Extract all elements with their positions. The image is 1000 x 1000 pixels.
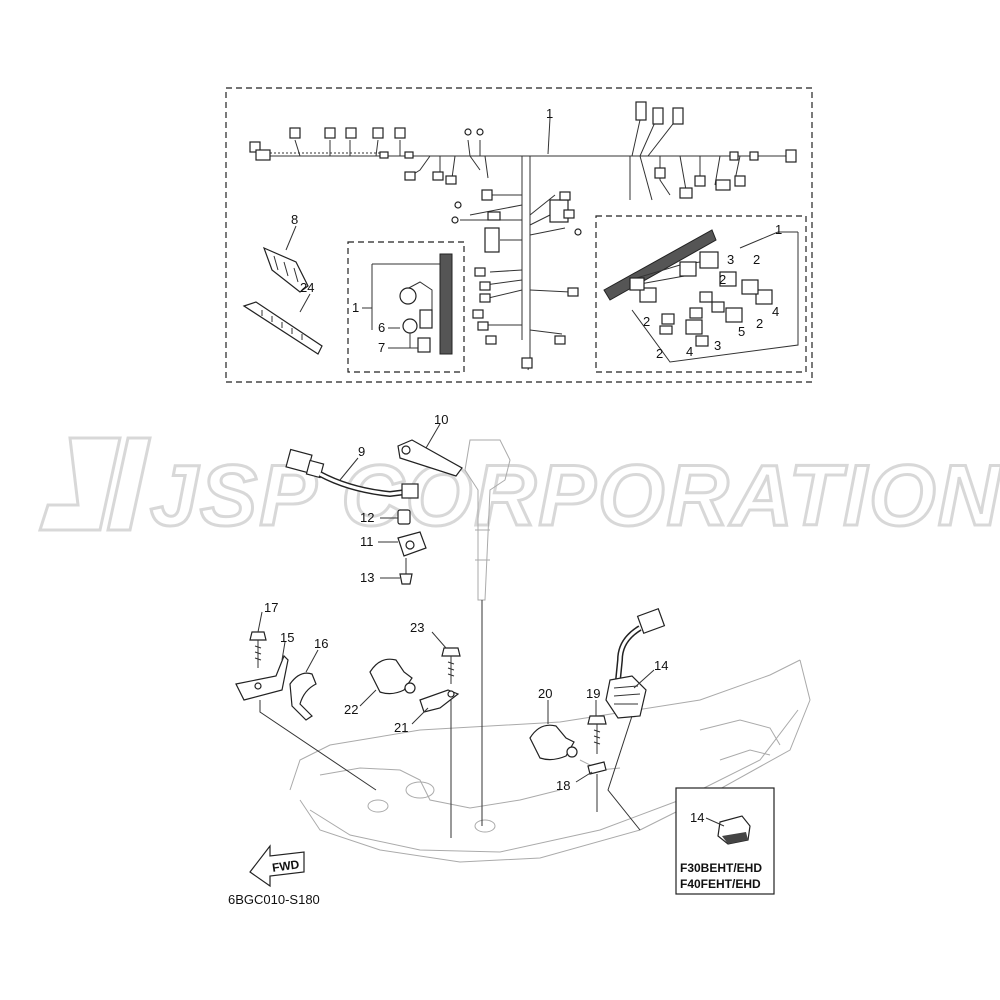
bracket-10: 10 [397,412,511,601]
svg-text:17: 17 [264,600,278,615]
svg-text:14: 14 [654,658,668,673]
svg-text:2: 2 [756,316,763,331]
clamp-16: 16 [289,636,328,721]
svg-text:5: 5 [738,324,745,339]
connector-kit-box [595,215,807,373]
svg-text:20: 20 [538,686,552,701]
callout-kit-labels: 2 3 2 4 2 2 4 3 5 2 [643,252,779,361]
svg-text:2: 2 [753,252,760,267]
variant-model-1: F30BEHT/EHD [680,861,762,875]
watermark: JSP CORPORATION [37,436,1000,546]
svg-text:21: 21 [394,720,408,735]
svg-text:18: 18 [556,778,570,793]
svg-text:4: 4 [686,344,693,359]
screw-13: 13 [360,558,413,585]
harness-holder-8: 8 [262,212,309,293]
connector-kit-assembly [603,229,799,363]
sub-lead-box [347,241,465,373]
svg-text:2: 2 [643,314,650,329]
plastic-band-24: 24 [242,280,323,355]
wire-harness-assembly [249,101,797,371]
leader-15-cowling [259,700,377,791]
collar-18: 18 [556,761,607,793]
svg-text:8: 8 [291,212,298,227]
callout-harness-1: 1 [546,106,553,155]
svg-text:16: 16 [314,636,328,651]
svg-text:1: 1 [546,106,553,121]
bolt-19: 19 [586,686,607,754]
leader-14-cowling [607,715,641,831]
svg-text:13: 13 [360,570,374,585]
svg-text:23: 23 [410,620,424,635]
callout-sub-1: 1 [352,300,372,315]
grommet-12: 12 [360,509,411,525]
watermark-text: JSP CORPORATION [150,448,1000,544]
sub-lead-assembly [371,253,453,355]
svg-text:4: 4 [772,304,779,319]
svg-text:11: 11 [360,534,374,549]
holder-22: 22 [344,658,416,717]
svg-text:10: 10 [434,412,448,427]
clamp-11: 11 [360,531,427,557]
harness-group-box [225,87,813,383]
svg-text:1: 1 [775,222,782,237]
rectifier-14: 14 [605,608,668,719]
svg-text:7: 7 [378,340,385,355]
callout-7: 7 [378,340,412,355]
bracket-15: 15 [235,630,294,701]
variant-part-number: 14 [690,810,704,825]
svg-text:2: 2 [719,272,726,287]
lead-9: 9 [285,444,419,499]
svg-text:1: 1 [352,300,359,315]
svg-text:2: 2 [656,346,663,361]
bottom-cowling-outline [289,659,811,863]
fwd-arrow: FWD [249,844,305,888]
callout-kit-1: 1 [775,222,782,237]
svg-text:19: 19 [586,686,600,701]
bolt-17: 17 [249,600,278,668]
svg-text:24: 24 [300,280,314,295]
callout-6: 6 [378,320,400,335]
svg-text:3: 3 [714,338,721,353]
svg-text:22: 22 [344,702,358,717]
bolt-23: 23 [410,620,461,684]
svg-text:12: 12 [360,510,374,525]
svg-text:6: 6 [378,320,385,335]
fwd-label: FWD [271,857,300,875]
variant-box: 14 F30BEHT/EHD F40FEHT/EHD [675,787,775,895]
watermark-logo-mark [37,436,152,532]
diagram-code: 6BGC010-S180 [228,892,320,907]
svg-text:9: 9 [358,444,365,459]
svg-text:3: 3 [727,252,734,267]
variant-model-2: F40FEHT/EHD [680,877,761,891]
plate-21: 21 [394,689,460,735]
holder-20: 20 [529,686,578,761]
svg-text:15: 15 [280,630,294,645]
